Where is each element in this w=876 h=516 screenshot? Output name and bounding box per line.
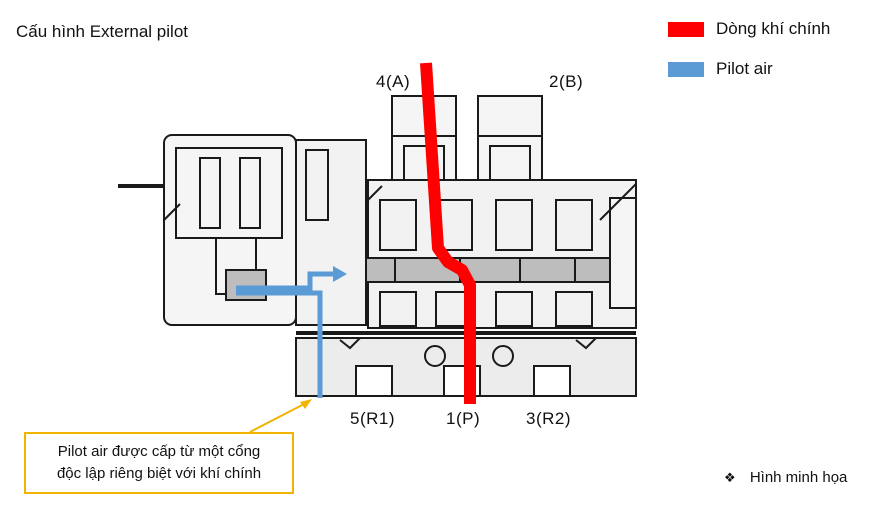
diamond-bullet-icon: ❖ [724,470,736,485]
legend-pilot-air: Pilot air [668,59,773,79]
port-label-p: 1(P) [446,409,481,428]
callout-arrow-icon [300,399,312,409]
legend-swatch-pilot-air [668,61,704,77]
callout-leader [249,401,309,433]
port-label-a: 4(A) [376,72,411,91]
legend-label-pilot-air: Pilot air [716,59,773,78]
fitting-b [477,95,543,181]
callout-line-2: độc lập riêng biệt với khí chính [56,465,262,482]
spool [341,257,613,283]
valve-body [367,179,637,329]
legend-label-main-air: Dòng khí chính [716,19,831,38]
pilot-air-branch [236,271,333,291]
main-air-path [420,62,476,404]
legend-swatch-main-air [668,21,704,37]
port-label-r2: 3(R2) [526,409,572,428]
callout-line-1: Pilot air được cấp từ một cổng [57,443,261,460]
port-label-r1: 5(R1) [350,409,396,428]
illustration-note: ❖ Hình minh họa [724,469,847,486]
legend-main-air: Dòng khí chính [668,19,830,39]
illustration-note-text: Hình minh họa [749,469,848,486]
callout-box: Pilot air được cấp từ một cổng độc lập r… [24,432,294,494]
pilot-air-path [236,290,323,398]
page-title: Cấu hình External pilot [16,22,188,41]
pilot-arrow-icon [333,266,347,282]
port-label-b: 2(B) [549,72,584,91]
